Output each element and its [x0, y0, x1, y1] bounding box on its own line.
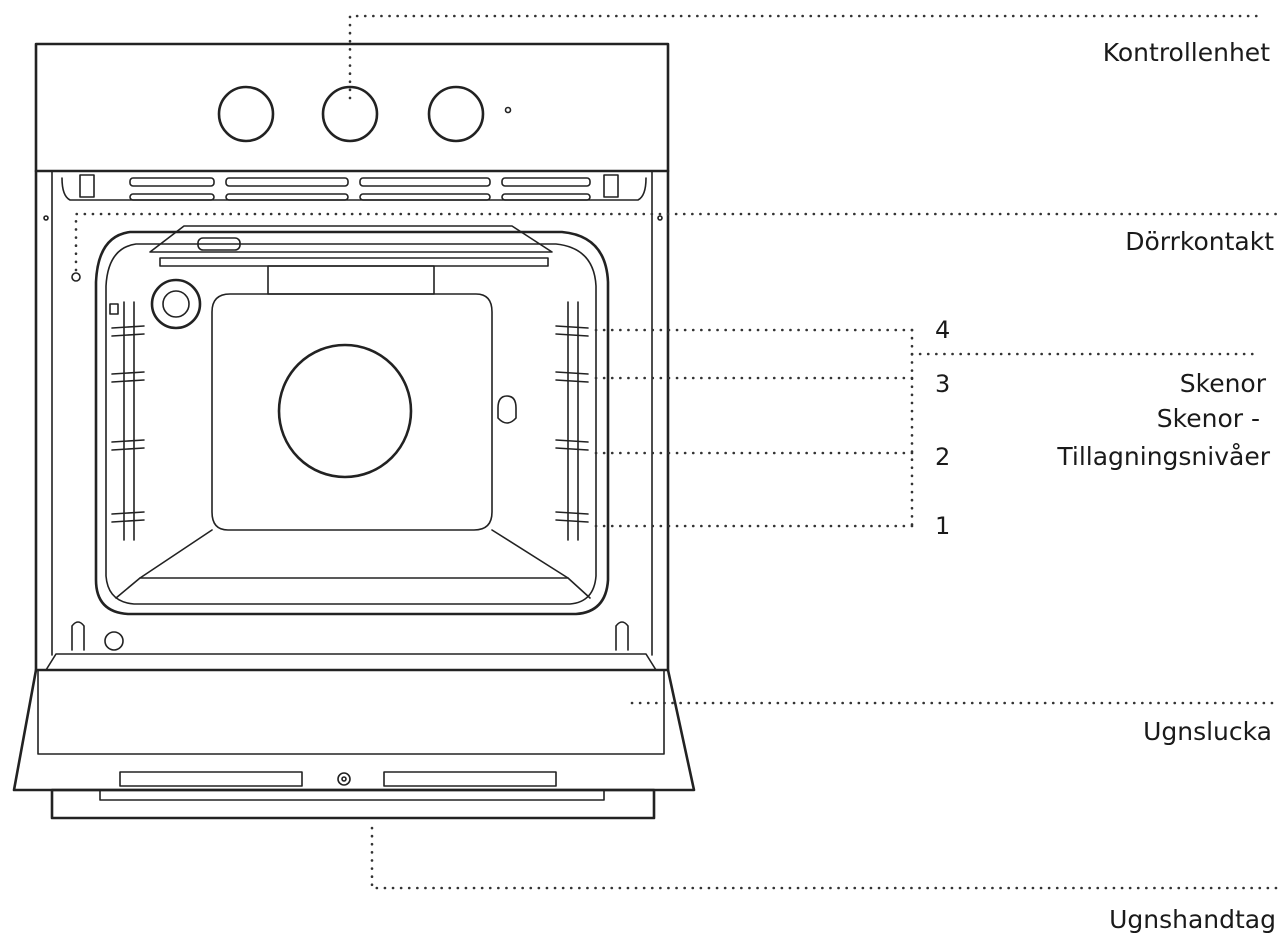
labels: Kontrollenhet Dörrkontakt Skenor Skenor …: [935, 38, 1276, 934]
knob-right: [427, 85, 485, 143]
side-rails: [109, 301, 589, 541]
label-oven-handle: Ugnshandtag: [1109, 905, 1276, 934]
level-1: 1: [935, 512, 950, 540]
knob-left: [217, 85, 275, 143]
door-contact-switch: [71, 272, 81, 282]
control-panel: [34, 42, 670, 173]
fan-cover: [277, 343, 413, 479]
leader-lines: [74, 14, 1278, 890]
label-cooking-levels: Tillagningsnivåer: [1056, 442, 1270, 471]
label-rails: Skenor: [1180, 369, 1267, 398]
label-control-unit: Kontrollenhet: [1103, 38, 1270, 67]
label-oven-door: Ugnslucka: [1143, 717, 1272, 746]
oven-handle: [50, 788, 656, 820]
oven-body: [34, 169, 670, 672]
oven-lamp: [150, 278, 202, 330]
level-3: 3: [935, 370, 950, 398]
label-rails-dash: Skenor -: [1157, 404, 1260, 433]
label-door-contact: Dörrkontakt: [1125, 227, 1274, 256]
oven-door: [12, 621, 696, 792]
level-2: 2: [935, 443, 950, 471]
indicator-light: [504, 106, 512, 114]
oven-cavity: [94, 225, 610, 616]
level-4: 4: [935, 316, 950, 344]
knob-middle: [321, 85, 379, 143]
